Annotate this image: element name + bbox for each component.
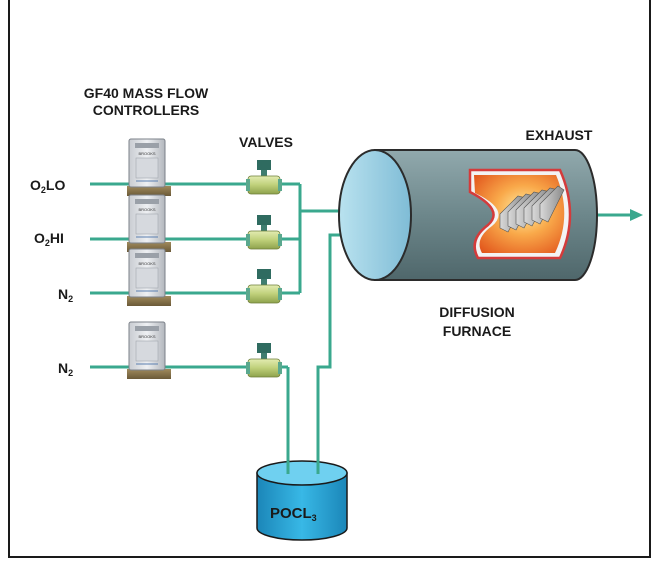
valve [246,343,282,378]
valve [246,215,282,250]
pocl3-tank [256,460,348,541]
svg-text:BROOKS: BROOKS [138,261,155,266]
mass-flow-controller: BROOKS [127,194,171,252]
gas-label-o2hi: O2HI [34,230,64,248]
svg-text:BROOKS: BROOKS [138,151,155,156]
tank-label: POCL3 [270,505,317,523]
wafer-boat [499,185,565,233]
exhaust-arrow [630,209,643,221]
furnace-label-line1: DIFFUSION [439,304,514,320]
exhaust-label: EXHAUST [526,127,593,143]
mass-flow-controller: BROOKS [127,248,171,306]
furnace-label-line2: FURNACE [443,323,511,339]
mass-flow-controller: BROOKS [127,321,171,379]
svg-text:BROOKS: BROOKS [138,207,155,212]
valve [246,269,282,304]
valve [246,160,282,195]
diffusion-furnace [338,149,598,281]
gas-pipes [90,182,632,474]
mfc-title-line2: CONTROLLERS [93,102,200,118]
furnace-inlet-end [338,149,412,281]
gas-label-o2lo: O2LO [30,177,65,195]
mfc-title-line1: GF40 MASS FLOW [84,85,209,101]
valves-label: VALVES [239,134,293,150]
gas-label-n2-a: N2 [58,286,73,304]
svg-text:BROOKS: BROOKS [138,334,155,339]
gas-label-n2-b: N2 [58,360,73,378]
mass-flow-controller: BROOKS [127,138,171,196]
diagram-frame [8,0,651,558]
